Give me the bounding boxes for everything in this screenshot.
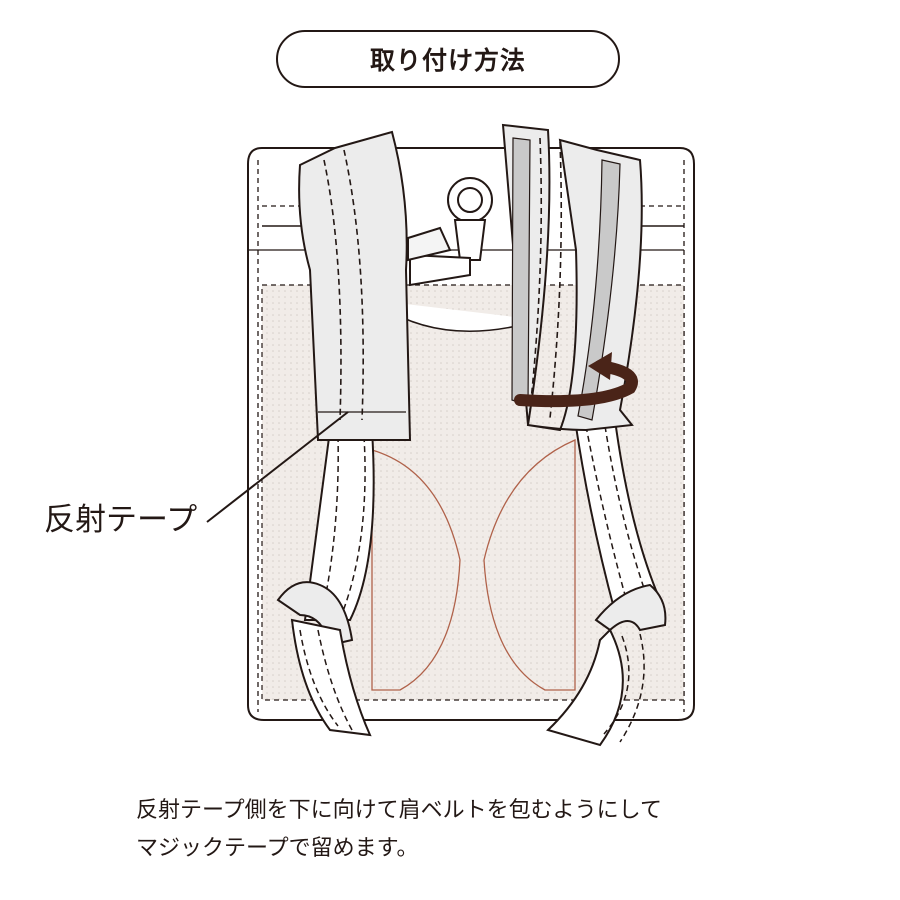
right-shoulder-strap [501,123,662,614]
instruction-text: 反射テープ側を下に向けて肩ベルトを包むようにして マジックテープで留めます。 [136,792,836,868]
instruction-line-2: マジックテープで留めます。 [136,836,419,861]
left-shoulder-strap [298,130,412,621]
instruction-line-1: 反射テープ側を下に向けて肩ベルトを包むようにして [136,798,663,823]
wrap-arrow-icon [514,352,638,408]
page-title: 取り付け方法 [276,30,620,88]
callout-leader-line [206,411,349,523]
strap-buckles [276,581,667,747]
top-handle [407,177,493,287]
reflective-tape-label: 反射テープ [44,502,198,538]
